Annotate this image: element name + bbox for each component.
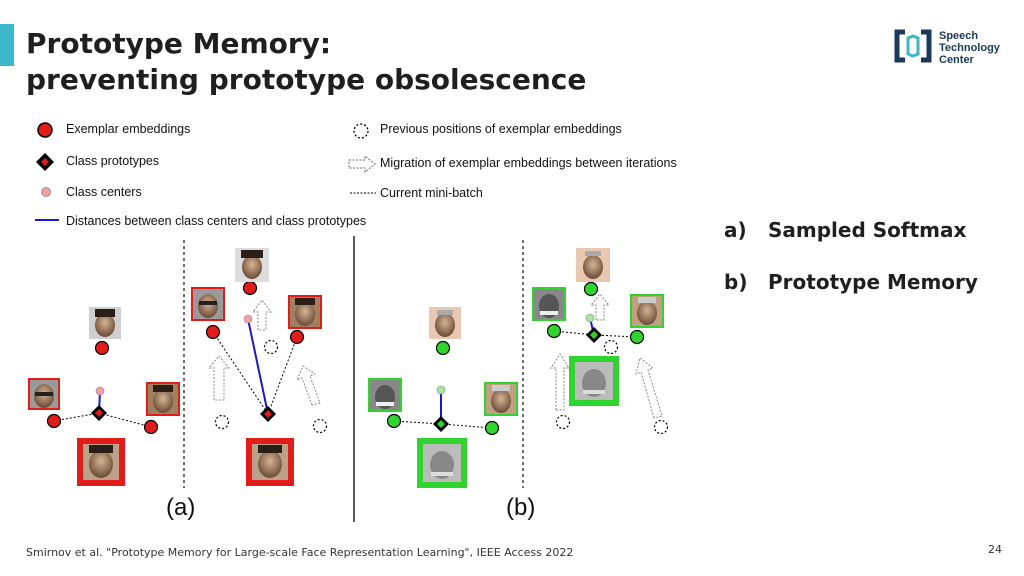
panel-b-iteration-2 — [546, 281, 669, 435]
citation-footer: Smirnov et al. "Prototype Memory for Lar… — [26, 546, 574, 559]
previous-position — [263, 339, 279, 355]
legend-migration: Migration of exemplar embeddings between… — [380, 156, 677, 170]
previous-position — [603, 339, 619, 355]
logo-line-3: Center — [939, 54, 974, 66]
class-center-legend-icon — [41, 187, 51, 197]
face-thumbnail — [429, 307, 461, 339]
exemplar-embedding — [484, 420, 500, 436]
face-thumbnail — [484, 382, 518, 416]
speech-technology-center-logo: Speech Technology Center — [893, 28, 1013, 68]
previous-position — [312, 418, 328, 434]
prototype-memory-diagram — [46, 236, 669, 522]
face-thumbnail — [146, 382, 180, 416]
legend-distances: Distances between class centers and clas… — [66, 214, 367, 228]
logo-line-2: Technology — [939, 42, 1000, 54]
class-center — [585, 313, 595, 323]
face-thumbnail-large — [77, 438, 125, 486]
class-prototype-core — [264, 410, 272, 418]
method-marker: a) — [724, 218, 747, 242]
class-center — [95, 386, 105, 396]
class-prototype-core — [437, 420, 445, 428]
logo-line-1: Speech — [939, 30, 979, 42]
face-thumbnail — [28, 378, 60, 410]
class-prototype-core — [95, 409, 103, 417]
panel-b-iteration-1 — [386, 340, 500, 436]
title-accent-bar — [0, 24, 14, 66]
method-marker: b) — [724, 270, 748, 294]
stc-bracket-logo-icon — [894, 29, 932, 63]
exemplar-embedding — [242, 280, 258, 296]
minibatch-link — [212, 331, 269, 415]
distance-line — [247, 318, 269, 415]
method-item-sampled-softmax: a) Sampled Softmax — [724, 218, 978, 244]
face-thumbnail — [288, 295, 322, 329]
migration-arrow — [589, 293, 611, 321]
method-item-prototype-memory: b) Prototype Memory — [724, 270, 978, 296]
previous-position — [214, 414, 230, 430]
class-center — [243, 314, 253, 324]
method-list: a) Sampled Softmax b) Prototype Memory — [724, 218, 978, 322]
exemplar-embedding — [386, 413, 402, 429]
face-thumbnail — [576, 248, 610, 282]
minibatch-link — [267, 336, 298, 415]
exemplar-embedding — [205, 324, 221, 340]
face-thumbnail — [368, 378, 402, 412]
panel-a-label: (a) — [166, 494, 196, 521]
face-thumbnail — [191, 287, 225, 321]
exemplar-embedding — [46, 413, 62, 429]
class-prototype-core — [590, 331, 598, 339]
previous-position — [555, 414, 571, 430]
distance-line-legend-icon — [35, 219, 59, 221]
migration-arrow-legend-icon — [348, 154, 376, 174]
face-thumbnail-large — [569, 356, 619, 406]
migration-arrow — [635, 357, 663, 419]
slide-title: Prototype Memory: preventing prototype o… — [26, 26, 586, 98]
migration-arrow — [207, 355, 231, 401]
previous-position — [653, 419, 669, 435]
title-line-1: Prototype Memory: — [26, 27, 332, 60]
face-thumbnail-large — [246, 438, 294, 486]
legend-class-centers: Class centers — [66, 185, 142, 199]
exemplar-embedding — [143, 419, 159, 435]
panel-a-iteration-2 — [205, 280, 328, 434]
legend-class-prototypes: Class prototypes — [66, 154, 160, 168]
migration-arrow — [550, 353, 570, 411]
legend-exemplar-embeddings: Exemplar embeddings — [66, 122, 191, 136]
panel-b-label: (b) — [506, 494, 536, 521]
face-thumbnail-large — [417, 438, 467, 488]
method-name: Sampled Softmax — [768, 218, 967, 242]
class-prototype-legend-icon — [36, 153, 54, 171]
exemplar-embedding — [629, 329, 645, 345]
face-thumbnail — [532, 287, 566, 321]
exemplar-embedding-legend-icon — [37, 122, 53, 138]
migration-arrow — [252, 299, 272, 331]
exemplar-embedding — [94, 340, 110, 356]
title-line-2: preventing prototype obsolescence — [26, 63, 587, 96]
exemplar-embedding — [583, 281, 599, 297]
face-thumbnail — [89, 307, 121, 339]
minibatch-link — [593, 334, 638, 338]
legend-previous-positions: Previous positions of exemplar embedding… — [380, 122, 622, 136]
minibatch-line-legend-icon — [350, 192, 376, 194]
page-number: 24 — [988, 543, 1002, 556]
previous-position-legend-icon — [353, 123, 369, 139]
face-thumbnail — [630, 294, 664, 328]
minibatch-link — [440, 423, 493, 429]
face-thumbnail — [235, 248, 269, 282]
migration-arrow — [296, 365, 321, 406]
method-name: Prototype Memory — [768, 270, 978, 294]
panel-a-iteration-1 — [46, 340, 159, 435]
legend-current-minibatch: Current mini-batch — [380, 186, 483, 200]
exemplar-embedding — [435, 340, 451, 356]
exemplar-embedding — [546, 323, 562, 339]
class-center — [436, 385, 446, 395]
minibatch-link — [98, 412, 152, 428]
exemplar-embedding — [289, 329, 305, 345]
logo-text: Speech Technology Center — [939, 30, 1000, 66]
